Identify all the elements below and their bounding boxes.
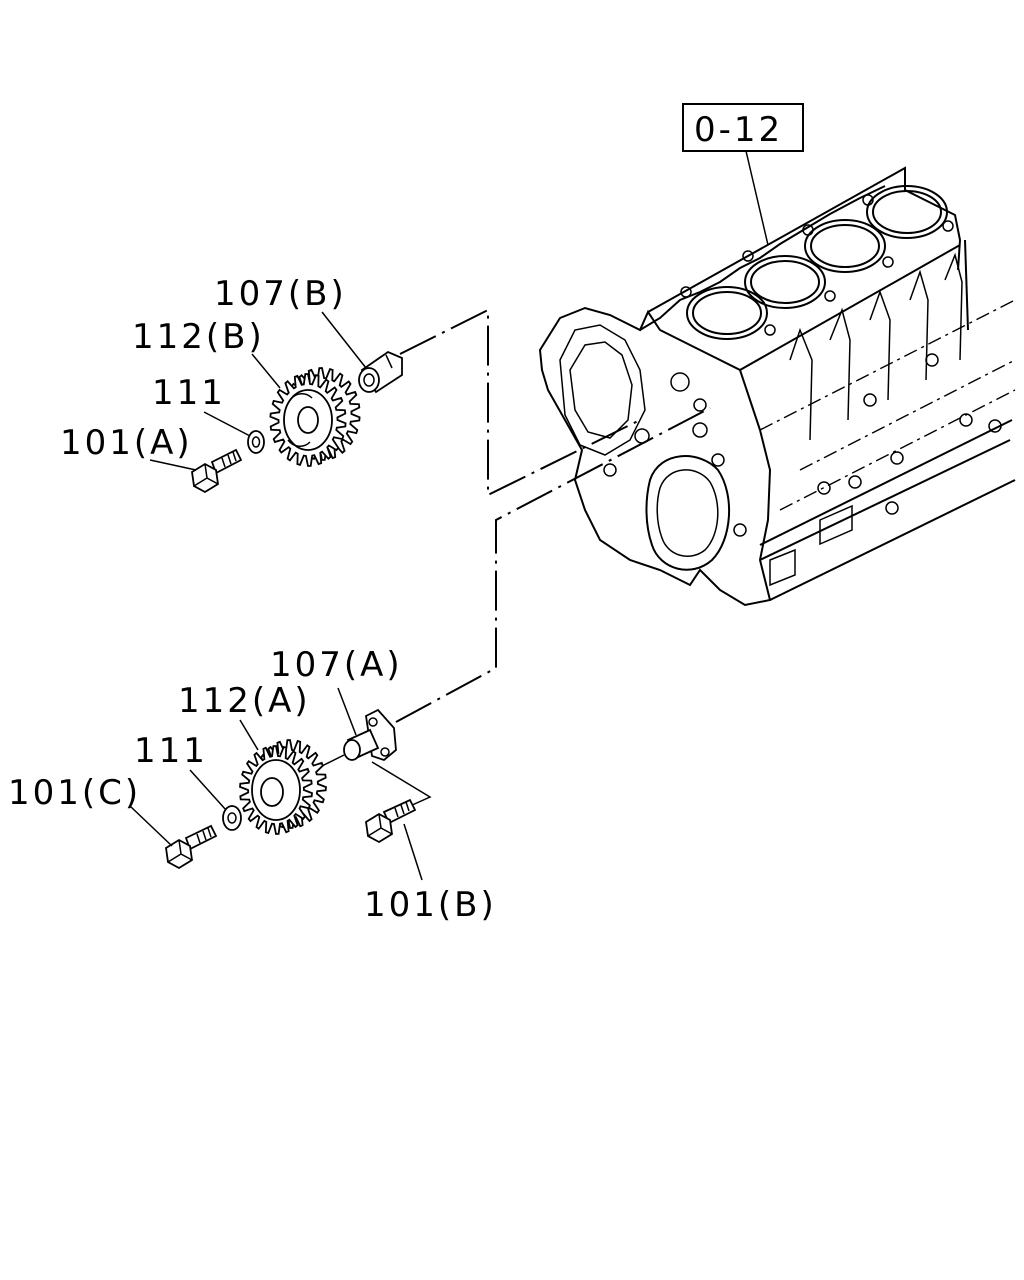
label-shaft-107a: 107(A) bbox=[270, 645, 403, 685]
label-bolt-101a: 101(A) bbox=[60, 423, 193, 463]
idle-gear-112b[interactable] bbox=[269, 367, 361, 467]
label-bolt-101c: 101(C) bbox=[8, 773, 141, 813]
idle-shaft-107a[interactable] bbox=[343, 708, 397, 762]
bolt-101a[interactable] bbox=[191, 448, 243, 494]
idle-gear-112a[interactable] bbox=[239, 739, 327, 835]
reference-box-label: 0-12 bbox=[694, 110, 783, 150]
bolt-101b[interactable] bbox=[365, 798, 417, 844]
idle-shaft-107b[interactable] bbox=[358, 350, 403, 394]
label-shaft-107b: 107(B) bbox=[214, 274, 347, 314]
washer-111-lower[interactable] bbox=[222, 805, 242, 831]
label-washer-111-lower: 111 bbox=[134, 731, 208, 771]
cylinder-block-drawing bbox=[538, 166, 1016, 607]
bolt-101c[interactable] bbox=[165, 824, 218, 870]
reference-box[interactable]: 0-12 bbox=[682, 103, 804, 246]
label-gear-112b: 112(B) bbox=[132, 317, 265, 357]
label-washer-111-upper: 111 bbox=[152, 373, 226, 413]
assembly-centre-lines bbox=[313, 308, 711, 807]
leader-lines bbox=[129, 311, 423, 881]
label-gear-112a: 112(A) bbox=[178, 681, 311, 721]
washer-111-upper[interactable] bbox=[247, 430, 265, 454]
label-bolt-101b: 101(B) bbox=[364, 885, 497, 925]
part-labels: 107(B) 112(B) 111 101(A) 107(A) 112(A) 1… bbox=[8, 274, 497, 925]
